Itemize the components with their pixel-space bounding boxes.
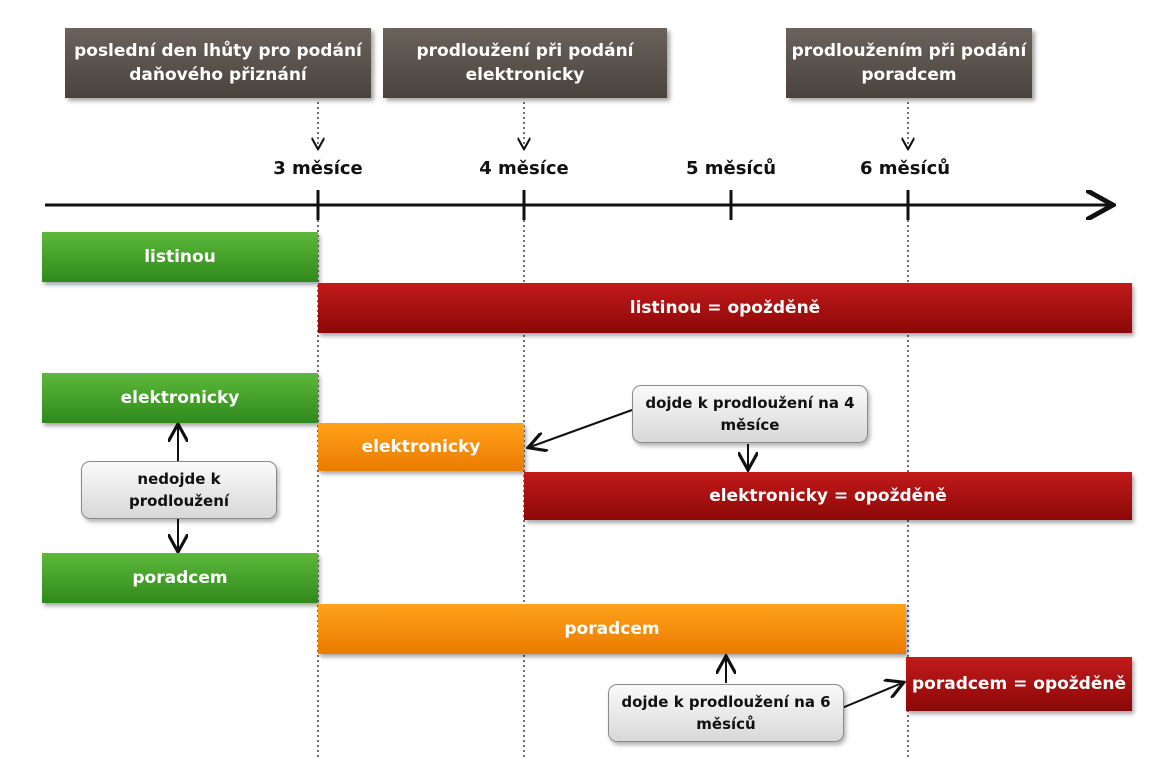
header-deadline-label: poslední den lhůty pro podání daňového p… <box>74 41 362 85</box>
tick-label-6-months: 6 měsíců <box>859 158 951 179</box>
note-extension-6-text: dojde k prodloužení na 6 měsíců <box>621 693 831 733</box>
bar-elektronicky: elektronicky <box>42 373 318 423</box>
note-extension-4-months: dojde k prodloužení na 4 měsíce <box>632 385 868 443</box>
header-advisor-label: prodloužením při podání poradcem <box>791 41 1027 85</box>
tick-label-3-months: 3 měsíce <box>273 158 363 179</box>
bar-elektronicky-late-label: elektronicky = opožděně <box>709 486 947 506</box>
header-electronic-extension: prodloužení při podání elektronicky <box>383 28 667 98</box>
bar-poradcem-label: poradcem <box>132 568 228 588</box>
note-no-extension: nedojde k prodloužení <box>81 461 277 519</box>
header-deadline: poslední den lhůty pro podání daňového p… <box>65 28 371 98</box>
bar-poradcem-extended: poradcem <box>318 604 906 654</box>
bar-poradcem: poradcem <box>42 553 318 603</box>
bar-listinou: listinou <box>42 232 318 282</box>
bar-listinou-late-label: listinou = opožděně <box>629 298 821 318</box>
note-no-extension-text: nedojde k prodloužení <box>128 470 230 510</box>
arrow-ext4-to-bar <box>530 409 633 447</box>
header-electronic-label: prodloužení při podání elektronicky <box>416 41 634 85</box>
note-extension-6-months: dojde k prodloužení na 6 měsíců <box>608 684 844 742</box>
arrow-ext6-to-bar <box>841 683 902 709</box>
tick-label-4-months: 4 měsíce <box>479 158 569 179</box>
tick-label-5-months: 5 měsíců <box>685 158 777 179</box>
note-extension-4-text: dojde k prodloužení na 4 měsíce <box>645 394 855 434</box>
bar-poradcem-late: poradcem = opožděně <box>906 657 1132 711</box>
bar-listinou-late: listinou = opožděně <box>318 283 1132 333</box>
bar-elektronicky-late: elektronicky = opožděně <box>524 472 1132 520</box>
bar-elektronicky-extended: elektronicky <box>318 423 524 471</box>
bar-elektronicky-extended-label: elektronicky <box>361 437 481 457</box>
bar-poradcem-late-label: poradcem = opožděně <box>911 674 1127 694</box>
bar-listinou-label: listinou <box>144 247 216 267</box>
bar-elektronicky-label: elektronicky <box>120 388 240 408</box>
bar-poradcem-extended-label: poradcem <box>564 619 660 639</box>
header-advisor-extension: prodloužením při podání poradcem <box>786 28 1032 98</box>
